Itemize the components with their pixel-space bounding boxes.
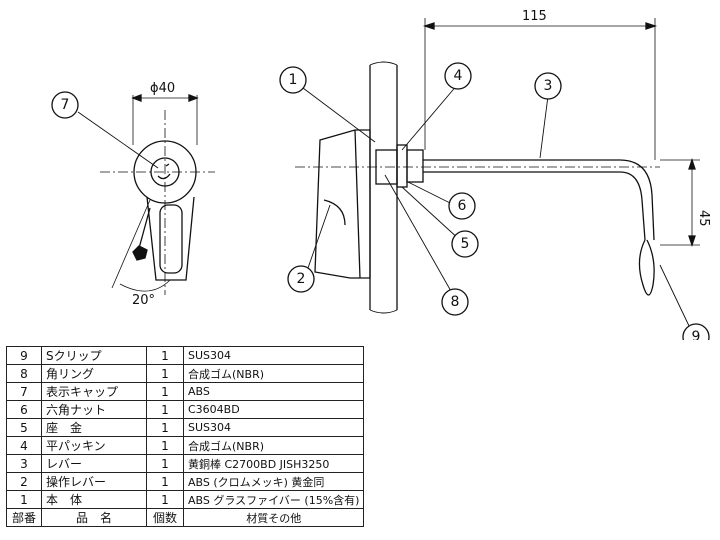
angle-label: 20° [132, 293, 155, 308]
svg-text:7: 7 [61, 97, 70, 113]
cell-no: 9 [6, 346, 42, 365]
cell-material: 合成ゴム(NBR) [182, 436, 365, 455]
cell-material: C3604BD [182, 400, 365, 419]
cell-material: 黄銅棒 C2700BD JISH3250 [182, 454, 365, 473]
leader-lines [77, 83, 691, 329]
header-name: 品 名 [41, 508, 147, 527]
cell-no: 6 [6, 400, 42, 419]
svg-text:6: 6 [458, 198, 467, 214]
length-label: 115 [522, 9, 547, 24]
cell-qty: 1 [146, 490, 184, 509]
table-header: 部番品 名個数材質その他 [6, 508, 365, 527]
svg-text:5: 5 [461, 236, 470, 252]
callout-8: 8 [441, 288, 469, 316]
svg-text:3: 3 [544, 78, 553, 94]
cell-qty: 1 [146, 364, 184, 383]
callout-7: 7 [51, 91, 79, 119]
cell-no: 1 [6, 490, 42, 509]
callout-1: 1 [279, 66, 307, 94]
cell-no: 8 [6, 364, 42, 383]
callout-5: 5 [451, 230, 479, 258]
cell-material: ABS [182, 382, 365, 401]
cell-no: 4 [6, 436, 42, 455]
height-label: 45 [696, 210, 711, 227]
cell-material: ABS (クロムメッキ) 黄金同 [182, 472, 365, 491]
header-material: 材質その他 [182, 508, 365, 527]
callout-4: 4 [444, 62, 472, 90]
cell-name: 六角ナット [41, 400, 147, 419]
cell-no: 5 [6, 418, 42, 437]
front-view [100, 94, 215, 295]
callout-3: 3 [534, 72, 562, 100]
cell-qty: 1 [146, 454, 184, 473]
cell-name: 表示キャップ [41, 382, 147, 401]
cell-material: 合成ゴム(NBR) [182, 364, 365, 383]
cell-name: 角リング [41, 364, 147, 383]
cell-qty: 1 [146, 472, 184, 491]
cell-no: 2 [6, 472, 42, 491]
cell-name: レバー [41, 454, 147, 473]
cell-qty: 1 [146, 418, 184, 437]
cell-material: SUS304 [182, 346, 365, 365]
cell-qty: 1 [146, 382, 184, 401]
header-no: 部番 [6, 508, 42, 527]
cell-material: SUS304 [182, 418, 365, 437]
diameter-label: ϕ40 [150, 81, 175, 96]
cell-name: 本 体 [41, 490, 147, 509]
svg-text:2: 2 [297, 271, 306, 287]
cell-qty: 1 [146, 346, 184, 365]
cell-material: ABS グラスファイバー (15%含有) [182, 490, 365, 509]
cell-qty: 1 [146, 436, 184, 455]
cell-no: 3 [6, 454, 42, 473]
callout-2: 2 [287, 265, 315, 293]
cell-name: 平パッキン [41, 436, 147, 455]
cell-no: 7 [6, 382, 42, 401]
side-view [295, 18, 700, 314]
cell-name: Sクリップ [41, 346, 147, 365]
svg-text:8: 8 [451, 294, 460, 310]
header-qty: 個数 [146, 508, 184, 527]
callout-6: 6 [448, 192, 476, 220]
svg-text:1: 1 [289, 72, 298, 88]
technical-drawing: ϕ40 115 45 20° 7 1 2 3 4 6 5 8 9 [51, 9, 711, 340]
cell-name: 座 金 [41, 418, 147, 437]
svg-text:4: 4 [454, 68, 463, 84]
cell-name: 操作レバー [41, 472, 147, 491]
svg-text:9: 9 [692, 329, 701, 340]
callout-9: 9 [682, 323, 710, 340]
cell-qty: 1 [146, 400, 184, 419]
